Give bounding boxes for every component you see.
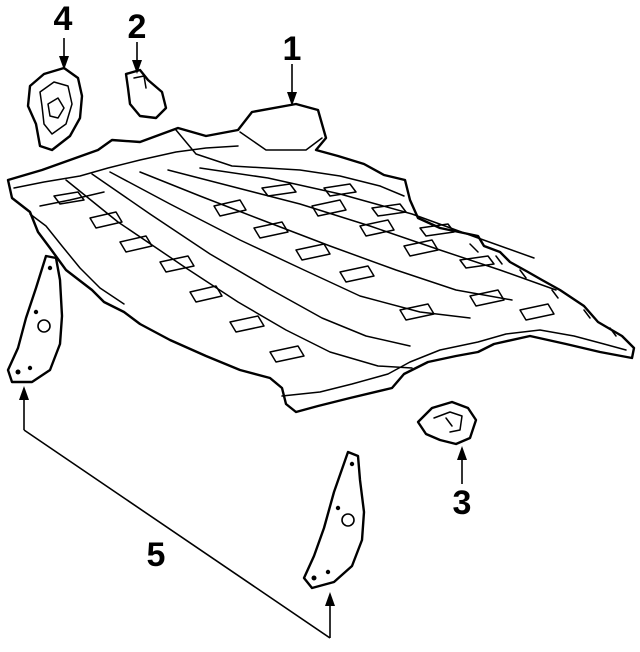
callout-5: 5 xyxy=(147,536,166,574)
mounting-plate-part xyxy=(26,66,84,152)
small-bracket-part xyxy=(124,68,168,120)
floor-pan-part xyxy=(6,102,636,414)
callout-3: 3 xyxy=(453,484,472,522)
callout-1: 1 xyxy=(283,30,302,68)
callout-labels: 1 2 3 4 5 xyxy=(54,0,472,574)
clip-bracket-part xyxy=(416,400,478,446)
callout-2: 2 xyxy=(128,8,147,46)
gusset-bracket-left xyxy=(6,254,64,384)
callout-4: 4 xyxy=(54,0,73,38)
gusset-bracket-right xyxy=(302,450,366,590)
leader-lines xyxy=(19,38,467,639)
